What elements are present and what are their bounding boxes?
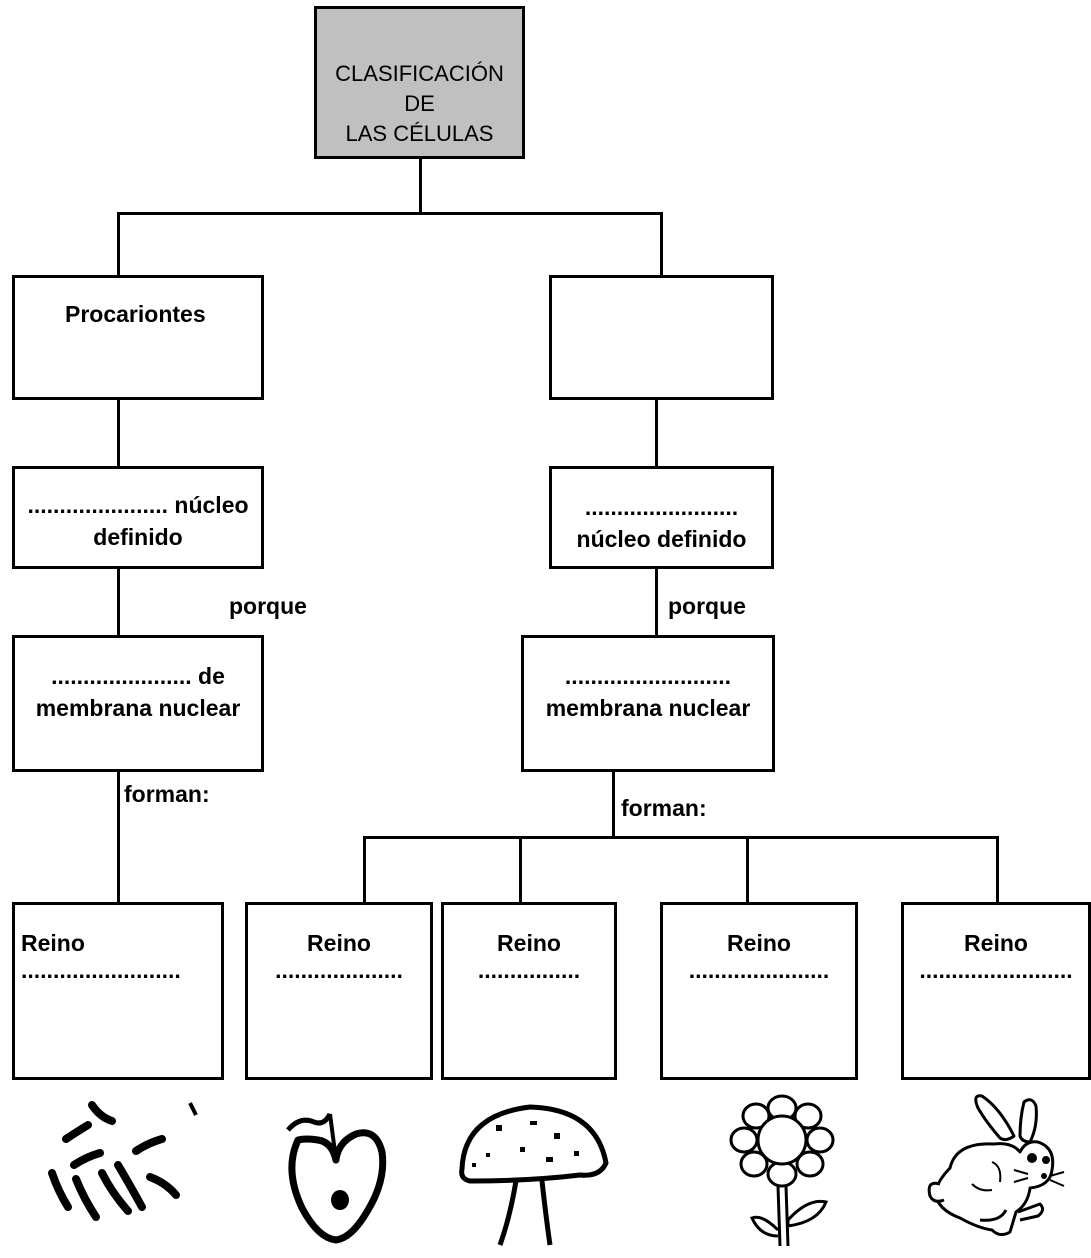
procariontes-box: Procariontes (12, 275, 264, 400)
kingdom-label: Reino (497, 930, 561, 956)
cell-type-label: Procariontes (65, 301, 206, 327)
connector-line (419, 157, 422, 214)
connector-line (117, 398, 120, 468)
title-line-1: CLASIFICACIÓN DE (335, 61, 504, 116)
title-box: CLASIFICACIÓN DE LAS CÉLULAS (314, 6, 525, 159)
connector-line (612, 770, 615, 838)
left-nucleus-box: ...................... núcleo definido (12, 466, 264, 569)
kingdom-label: Reino (727, 930, 791, 956)
nucleus-text-line-2: núcleo definido (576, 526, 747, 552)
connector-line (996, 836, 999, 904)
nucleus-text-line-1: ...................... núcleo (27, 492, 249, 518)
kingdom-blank: ......................... (21, 957, 181, 983)
right-membrane-box: .......................... membrana nucl… (521, 635, 775, 772)
connector-line (363, 836, 366, 904)
protist-icon (286, 1112, 387, 1244)
connector-line (660, 212, 663, 276)
bacteria-icon (48, 1101, 198, 1221)
connector-line (655, 567, 658, 637)
connector-line (117, 212, 663, 215)
connector-line (655, 398, 658, 468)
kingdom-blank: ................ (477, 957, 581, 983)
kingdom-blank: ...................... (688, 957, 830, 983)
rabbit-icon (927, 1094, 1065, 1237)
kingdom-label: Reino (307, 930, 371, 956)
eucariontes-box (549, 275, 774, 400)
forman-label: forman: (621, 795, 707, 821)
connector-line (117, 567, 120, 637)
forman-label: forman: (124, 781, 210, 807)
kingdom-box: Reino ........................ (901, 902, 1091, 1080)
kingdom-label: Reino (964, 930, 1028, 956)
connector-line (746, 836, 749, 904)
kingdom-box: Reino ......................... (12, 902, 224, 1080)
kingdom-box: Reino ...................... (660, 902, 858, 1080)
kingdom-blank: ........................ (919, 957, 1073, 983)
flower-icon (729, 1094, 835, 1247)
membrane-text-line-1: .......................... (564, 663, 732, 689)
membrane-text-line-2: membrana nuclear (545, 695, 751, 721)
kingdom-blank: .................... (275, 957, 403, 983)
kingdom-box: Reino ................ (441, 902, 617, 1080)
connector-line (117, 770, 120, 904)
left-membrane-box: ...................... de membrana nucle… (12, 635, 264, 772)
kingdom-box: Reino .................... (245, 902, 433, 1080)
porque-label: porque (229, 593, 307, 619)
connector-line (117, 212, 120, 276)
connector-line (363, 836, 999, 839)
membrane-text-line-2: membrana nuclear (35, 695, 241, 721)
connector-line (519, 836, 522, 904)
nucleus-text-line-1: ........................ (584, 494, 739, 520)
right-nucleus-box: ........................ núcleo definido (549, 466, 774, 569)
title-line-2: LAS CÉLULAS (345, 121, 494, 146)
membrane-text-line-1: ...................... de (51, 663, 225, 689)
kingdom-label: Reino (21, 930, 85, 956)
porque-label: porque (668, 593, 746, 619)
nucleus-text-line-2: definido (93, 524, 183, 550)
mushroom-icon (459, 1104, 609, 1246)
